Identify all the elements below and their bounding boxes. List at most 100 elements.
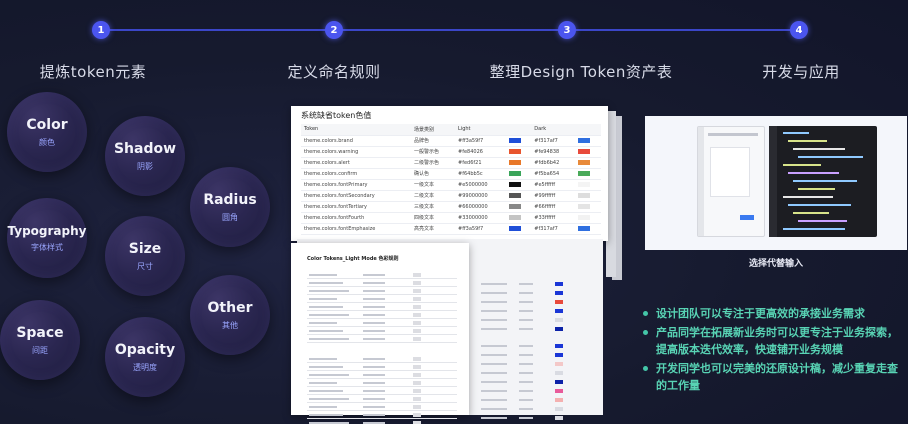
mini-divider xyxy=(307,362,457,363)
dark-swatch xyxy=(575,168,601,180)
code-line xyxy=(783,164,821,166)
scene-cell: 三级文本 xyxy=(410,201,456,213)
mini-swatch xyxy=(555,300,563,304)
light-swatch xyxy=(505,179,532,191)
mini-divider xyxy=(307,418,457,419)
dark-swatch xyxy=(575,212,601,224)
list-item: 开发同学也可以完美的还原设计稿，减少重复走查的工作量 xyxy=(640,360,908,394)
mini-swatch xyxy=(413,297,421,301)
code-line xyxy=(788,172,839,174)
mini-text xyxy=(309,322,337,324)
bubble-sublabel: 尺寸 xyxy=(137,261,153,271)
light-value-cell: #66000000 xyxy=(455,201,506,213)
color-swatch xyxy=(578,181,591,187)
bubble-space: Space 间距 xyxy=(0,300,80,380)
color-swatch xyxy=(578,137,591,143)
token-cell: theme.colors.alert xyxy=(301,157,411,169)
mini-text xyxy=(519,372,533,374)
bubble-radius: Radius 圆角 xyxy=(190,167,270,247)
bubble-label: Other xyxy=(207,299,253,316)
mini-text xyxy=(363,322,385,324)
column-header: Dark xyxy=(531,124,576,136)
mini-divider xyxy=(307,334,457,335)
color-swatch xyxy=(578,203,591,209)
bubble-size: Size 尺寸 xyxy=(105,216,185,296)
mini-text xyxy=(309,274,337,276)
column-header: 场景类别 xyxy=(410,124,456,136)
code-line xyxy=(798,220,847,222)
mini-divider xyxy=(307,370,457,371)
dark-value-cell: #e5ffffff xyxy=(531,179,576,191)
bullet-text: 开发同学也可以完美的还原设计稿，减少重复走查的工作量 xyxy=(656,362,898,392)
toolbar xyxy=(708,133,758,136)
mini-text xyxy=(309,306,343,308)
mini-text xyxy=(309,414,343,416)
bubble-sublabel: 颜色 xyxy=(39,137,55,147)
bullet-text: 设计团队可以专注于更高效的承接业务需求 xyxy=(656,307,865,320)
mini-divider xyxy=(307,378,457,379)
screenshot-caption: 选择代替输入 xyxy=(748,259,803,269)
mini-swatch xyxy=(413,329,421,333)
mini-divider xyxy=(307,342,457,343)
light-value-cell: #f64bb5c xyxy=(455,168,506,180)
light-value-cell: #ff3a59f7 xyxy=(455,135,506,147)
color-swatch xyxy=(578,159,591,165)
code-line xyxy=(788,204,851,206)
mini-swatch xyxy=(555,309,563,313)
mini-text xyxy=(309,422,349,424)
mini-divider xyxy=(307,302,457,303)
mini-divider xyxy=(307,294,457,295)
mini-text xyxy=(363,406,385,408)
mini-divider xyxy=(307,402,457,403)
code-line xyxy=(798,188,835,190)
token-cell: theme.colors.fontFourth xyxy=(301,212,411,224)
mini-swatch xyxy=(413,321,421,325)
mini-swatch xyxy=(413,357,421,361)
bubble-label: Typography xyxy=(7,223,87,238)
mini-divider xyxy=(307,278,457,279)
bubble-color: Color 颜色 xyxy=(7,92,87,172)
mini-swatch xyxy=(555,407,563,411)
mini-text xyxy=(519,345,533,347)
mini-swatch xyxy=(413,305,421,309)
mini-text xyxy=(309,398,349,400)
code-editor-window xyxy=(769,126,877,237)
dark-value-cell: #33ffffff xyxy=(531,212,576,224)
color-swatch xyxy=(508,159,521,165)
code-line xyxy=(788,140,827,142)
mini-swatch xyxy=(555,353,563,357)
mini-swatch xyxy=(555,318,563,322)
mini-swatch xyxy=(413,313,421,317)
color-swatch xyxy=(508,137,521,143)
bubble-sublabel: 阴影 xyxy=(137,161,153,171)
dark-swatch xyxy=(575,190,601,202)
mini-text xyxy=(363,358,385,360)
dark-value-cell: #fe94838 xyxy=(531,146,576,158)
step-3-title: 整理Design Token资产表 xyxy=(489,63,673,81)
mini-text xyxy=(363,306,385,308)
bubble-typography: Typography 字体样式 xyxy=(7,198,87,278)
color-swatch xyxy=(508,225,521,231)
mini-text xyxy=(309,406,337,408)
mini-swatch xyxy=(555,362,563,366)
scene-cell: 四级文本 xyxy=(410,212,456,224)
dark-value-cell: #fdb6b42 xyxy=(531,157,576,169)
scene-cell: 二级文本 xyxy=(410,190,456,202)
mini-swatch xyxy=(555,282,563,286)
mini-divider xyxy=(307,286,457,287)
light-swatch xyxy=(505,135,532,147)
mini-text xyxy=(481,310,507,312)
mini-text xyxy=(309,390,343,392)
mini-swatch xyxy=(555,371,563,375)
mini-swatch xyxy=(413,397,421,401)
mini-text xyxy=(519,363,533,365)
dark-swatch xyxy=(575,223,601,235)
mini-divider xyxy=(307,394,457,395)
dark-swatch xyxy=(575,179,601,191)
dark-value-cell: #f317af7 xyxy=(531,135,576,147)
mini-text xyxy=(309,338,349,340)
mini-text xyxy=(309,282,343,284)
